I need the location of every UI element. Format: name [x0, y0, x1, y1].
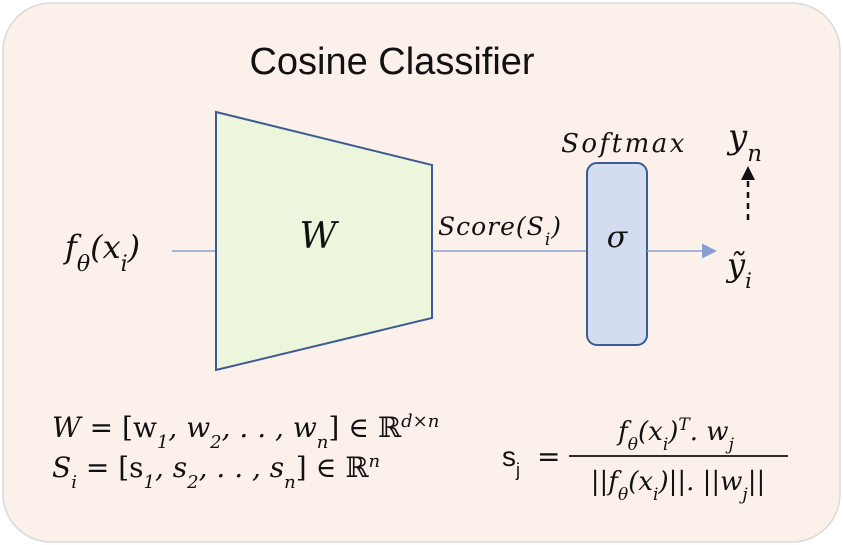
diagram-title: Cosine Classifier	[249, 41, 534, 83]
cos-equation-lhs: sj	[502, 441, 520, 480]
softmax-label: Softmax	[561, 129, 687, 159]
cos-equation-equals: =	[537, 440, 560, 473]
score-label: Score(Si)	[438, 212, 562, 250]
sigma-label: σ	[607, 220, 629, 255]
input-label: fθ(xi)	[63, 228, 140, 277]
cos-equation-numerator: fθ(xi)T. wj	[616, 415, 734, 455]
dashed-up-arrow-head	[741, 166, 755, 180]
target-label: yn	[726, 117, 762, 167]
cos-equation-denominator: ||fθ(xi)||. ||wj||	[591, 467, 765, 505]
weight-layer-label: W	[299, 216, 339, 257]
weight-layer-trapezoid	[215, 110, 433, 372]
equation-s: Si = [s1, s2, . . , sn] ∈ ℝn	[52, 451, 380, 493]
predicted-label: ỹi	[725, 246, 752, 293]
equation-w: W = [w1, w2, . . , wn] ∈ ℝd×n	[52, 411, 439, 453]
softmax-box	[586, 162, 648, 346]
